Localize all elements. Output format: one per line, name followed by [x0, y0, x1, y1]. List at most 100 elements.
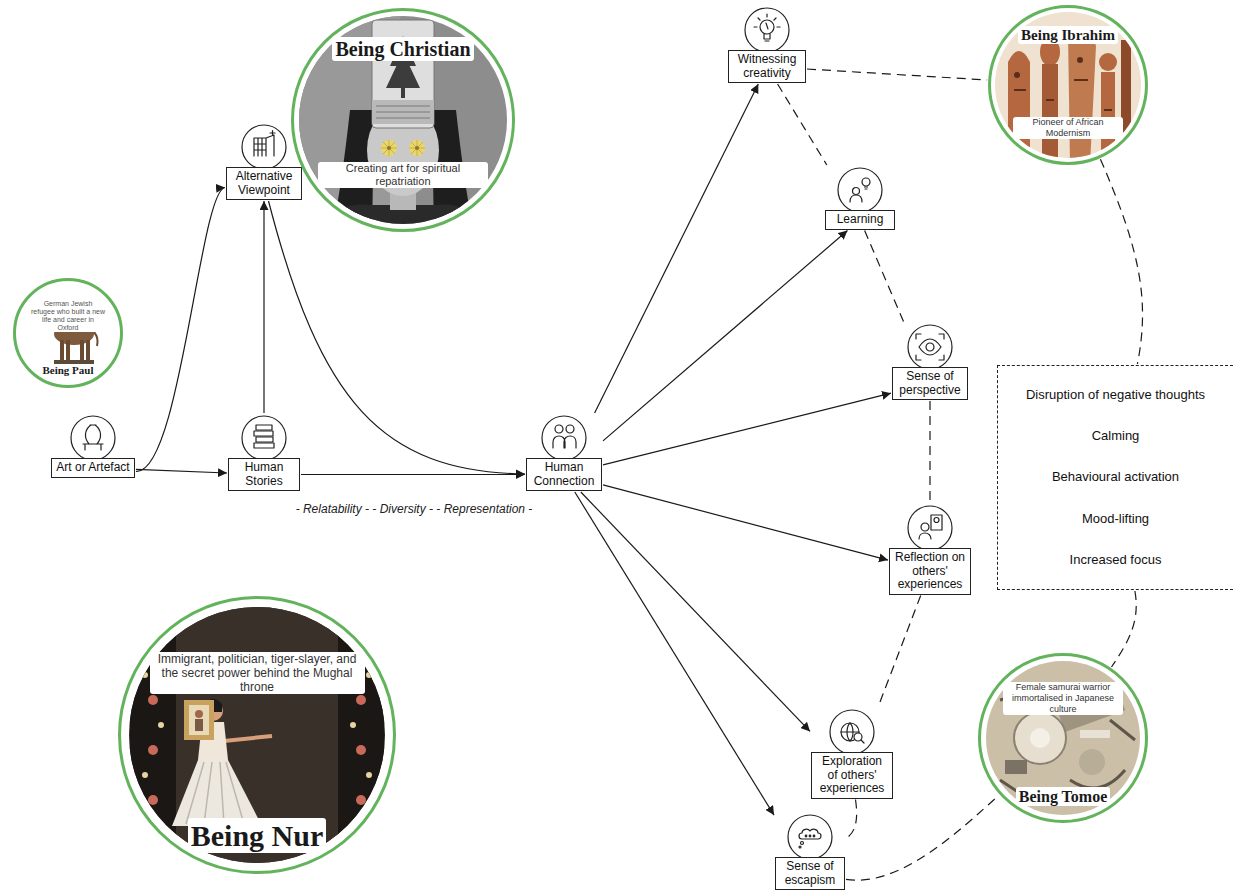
arrow-connector	[575, 492, 774, 815]
mural-painting-part	[1014, 72, 1020, 78]
text-box: Alternative Viewpoint	[226, 167, 302, 200]
node-label: Human Connection	[531, 461, 597, 488]
text-slot: Pioneer of African Modernism	[1013, 117, 1123, 139]
icon-glyphs-part-part	[862, 178, 870, 186]
icon-glyphs-part-part	[861, 740, 864, 743]
green-ring	[990, 7, 1147, 164]
outcome-item: Increased focus	[1070, 552, 1162, 568]
mughal-painting-part-part	[148, 745, 158, 755]
arrow-connector	[581, 492, 810, 731]
icon-glyphs-part-part	[256, 425, 272, 430]
node-label: Art or Artefact	[56, 461, 130, 475]
icon-box: Sense of escapism	[775, 813, 845, 890]
icon-circles-part	[838, 168, 882, 212]
icon-glyphs-part-part	[566, 425, 574, 433]
mughal-painting-part	[189, 705, 209, 735]
arrow-connector	[603, 485, 888, 560]
mural-painting-part	[1077, 57, 1083, 63]
portrait-photo-part	[415, 146, 419, 150]
samurai-carving-part	[1030, 728, 1050, 748]
text-box: Sense of perspective	[892, 367, 968, 400]
outcome-item: Calming	[1092, 428, 1140, 444]
green-ring	[120, 598, 395, 873]
portrait-photo-part	[387, 146, 391, 150]
arrow-connector	[263, 201, 264, 413]
icon-circles-part	[908, 506, 952, 550]
icon-glyphs-part-part	[931, 515, 942, 530]
portrait-photo-part	[372, 100, 434, 124]
portrait-photo-part	[401, 88, 405, 98]
portrait-circle: Being ChristianCreating art for spiritua…	[291, 8, 515, 232]
icon-glyphs-part	[553, 425, 576, 448]
mughal-painting-part	[130, 596, 176, 876]
samurai-carving-part	[1079, 749, 1105, 775]
node-label: Human Stories	[233, 461, 295, 488]
node-label: Witnessing creativity	[733, 53, 801, 80]
icon-circles-part	[242, 416, 286, 460]
icon-glyphs-part-part	[254, 431, 273, 436]
mural-painting-part	[1121, 40, 1131, 165]
mughal-painting-part-part	[142, 772, 148, 778]
icon-circles-part	[71, 416, 115, 460]
icon-glyphs-part	[83, 425, 103, 450]
outcome-box: Disruption of negative thoughtsCalmingBe…	[997, 365, 1233, 590]
icon-glyphs-part-part	[813, 835, 815, 837]
icon-glyphs-part-part	[850, 195, 862, 202]
icon-glyphs-part-part	[934, 518, 939, 523]
mughal-painting-part-part	[350, 722, 356, 728]
portrait-photo-part	[376, 106, 430, 118]
icon-box: Witnessing creativity	[728, 6, 806, 83]
portrait-circle: Being TomoeFemale samurai warrior immort…	[978, 653, 1148, 823]
dashed-link	[807, 69, 987, 80]
node-label: Sense of perspective	[897, 370, 963, 397]
icon-glyphs-part	[841, 723, 864, 743]
arrow-connector	[136, 188, 225, 472]
samurai-carving	[980, 655, 1150, 825]
text-slot: Being Christian	[303, 37, 503, 61]
icon-box: Human Stories	[228, 414, 300, 491]
outcome-item: Behavioural activation	[1052, 469, 1179, 485]
arrow-connector	[269, 201, 526, 474]
icon-glyphs-part	[754, 14, 780, 41]
portrait-circle: Being PaulGerman Jewish refugee who buil…	[13, 278, 123, 388]
icon-circles-part	[242, 125, 286, 169]
portrait-photo-part	[290, 5, 520, 245]
node-label: Learning	[830, 213, 890, 227]
portrait-photo	[290, 5, 520, 245]
text-box: Sense of escapism	[775, 857, 845, 890]
mughal-painting-part-part	[366, 772, 372, 778]
icon-circles-part	[542, 416, 586, 460]
icon-box: Learning	[825, 166, 895, 230]
arrow-connector	[603, 393, 891, 465]
text-slot: Being Paul	[26, 364, 110, 377]
icon-glyphs	[83, 14, 944, 848]
dashed-link	[1112, 591, 1137, 667]
icon-glyphs-part-part	[853, 188, 860, 195]
icon-box: Human Connection	[526, 414, 602, 491]
mughal-painting-part-part	[148, 845, 158, 855]
icon-glyphs-part-part	[865, 187, 868, 189]
label-slot: - Relatability - - Diversity - - Represe…	[293, 502, 536, 517]
dashed-link	[846, 800, 857, 839]
outcome-item: Disruption of negative thoughts	[1026, 387, 1205, 403]
mughal-painting-part	[338, 596, 384, 876]
icon-circles-part	[830, 710, 874, 754]
icon-glyphs-part	[850, 178, 870, 202]
outcome-item: Mood-lifting	[1082, 511, 1149, 527]
text-slot: Being Ibrahim	[998, 26, 1138, 44]
portrait-title: Being Nur	[188, 818, 327, 853]
samurai-carving-part	[1014, 712, 1066, 764]
node-label: Alternative Viewpoint	[231, 170, 297, 197]
icon-glyphs-part-part	[254, 443, 274, 448]
text-slot: Female samurai warrior immortalised in J…	[1003, 682, 1123, 715]
mughal-painting-part-part	[142, 672, 148, 678]
text-box: Exploration of others' experiences	[811, 752, 893, 799]
portrait-circle: Being Nur Immigrant, politician, tiger-sl…	[118, 596, 396, 874]
portrait-photo-part	[381, 140, 425, 156]
mughal-painting-part	[195, 719, 203, 731]
dashed-link	[778, 84, 827, 165]
text-slot: Immigrant, politician, tiger-slayer, and…	[150, 652, 365, 694]
mughal-painting-part-part	[366, 672, 372, 678]
icon-circles	[71, 8, 952, 859]
